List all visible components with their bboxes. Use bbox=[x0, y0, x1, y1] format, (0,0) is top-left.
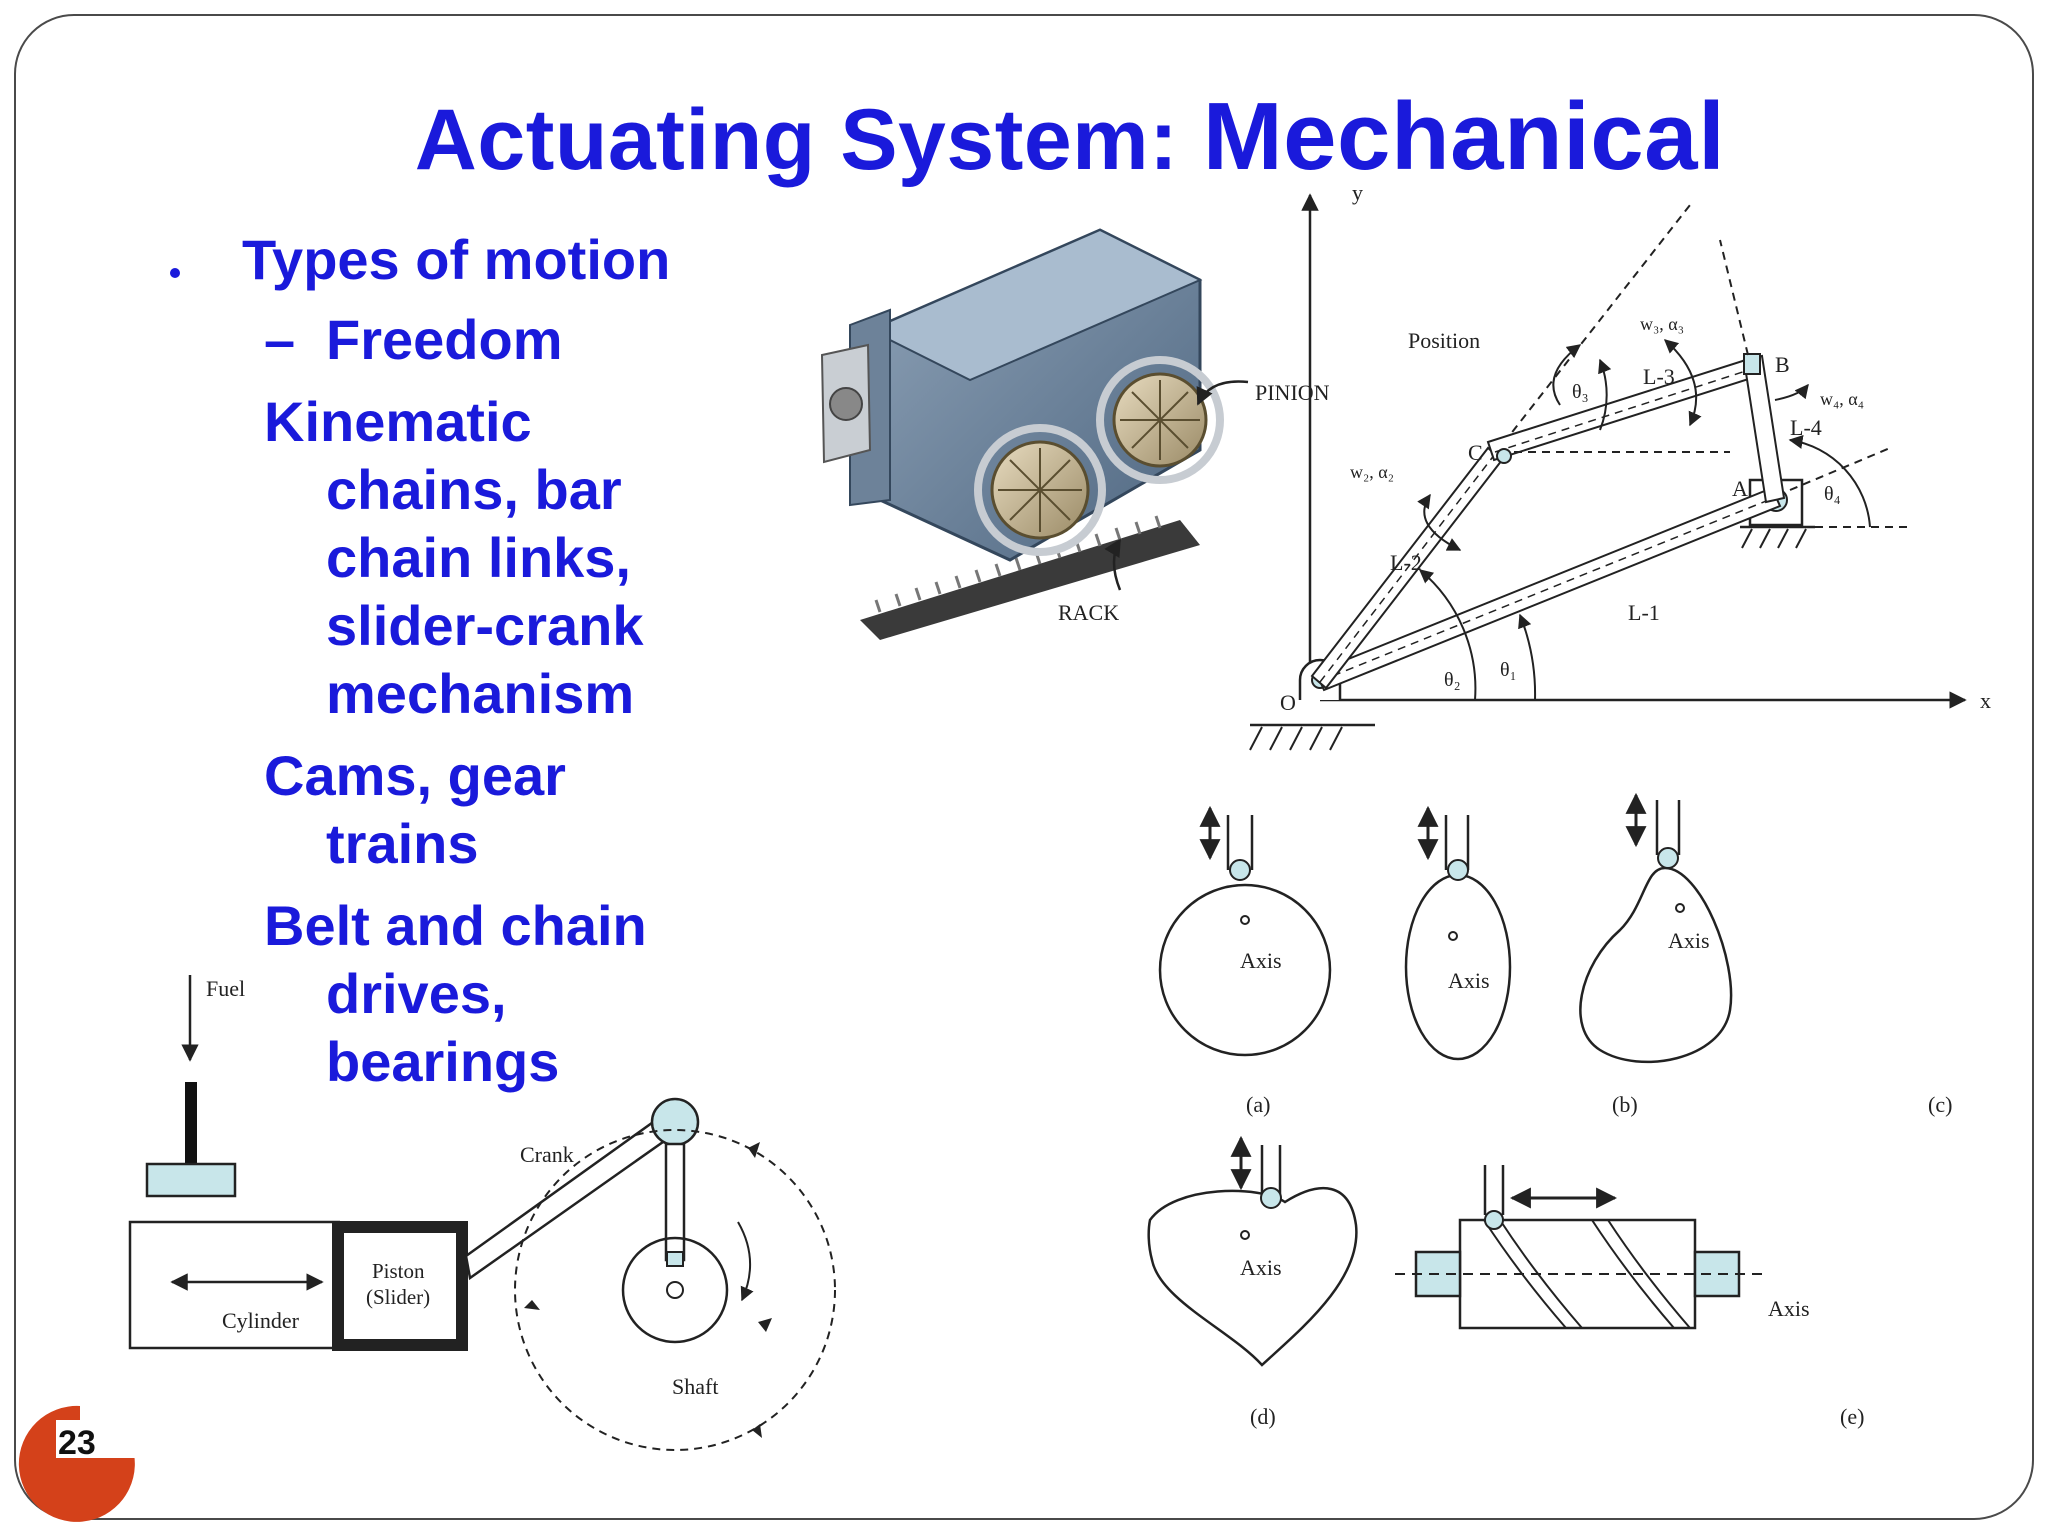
w2-label: w₂, α₂ bbox=[1350, 462, 1394, 482]
cam-c-axis-label: Axis bbox=[1668, 928, 1710, 953]
rack-pinion-figure: PINION RACK bbox=[820, 228, 1330, 640]
title-part-1: Actuating System: bbox=[414, 92, 1203, 188]
item-belt-chain: Belt and chain bbox=[264, 894, 647, 957]
title-part-2: Mechanical bbox=[1202, 83, 1726, 190]
piston-slider bbox=[332, 1221, 468, 1351]
cam-a-profile bbox=[1158, 883, 1332, 1057]
cam-a-caption: (a) bbox=[1246, 1092, 1270, 1117]
cam-labels: Axis Axis Axis Axis Axis (a) (b) (c) (d)… bbox=[1240, 928, 1952, 1429]
page-number: 23 bbox=[58, 1424, 96, 1462]
cylinder-body bbox=[128, 1220, 340, 1350]
point-a-label: A bbox=[1732, 476, 1748, 501]
cam-d-axis-label: Axis bbox=[1240, 1255, 1282, 1280]
item-trains: trains bbox=[326, 812, 479, 875]
item-drives: drives, bbox=[326, 962, 507, 1025]
bullet-types-of-motion: Types of motion bbox=[242, 228, 671, 291]
piston-label-1: Piston bbox=[372, 1259, 425, 1283]
connecting-rod bbox=[464, 1108, 682, 1281]
cam-d-caption: (d) bbox=[1250, 1404, 1276, 1429]
sub-freedom: Freedom bbox=[326, 308, 563, 371]
position-label: Position bbox=[1408, 328, 1480, 353]
cam-e-axis-label: Axis bbox=[1768, 1296, 1810, 1321]
theta1-label: θ₁ bbox=[1500, 659, 1517, 681]
crank-path bbox=[514, 1129, 836, 1451]
cam-a-axis-label: Axis bbox=[1240, 948, 1282, 973]
l4-label: L-4 bbox=[1790, 415, 1822, 440]
w4-label: w₄, α₄ bbox=[1820, 389, 1864, 409]
piston-label-2: (Slider) bbox=[366, 1285, 430, 1309]
cam-b-caption: (b) bbox=[1612, 1092, 1638, 1117]
fuel-injector bbox=[185, 1082, 197, 1164]
slider-crank-diagram bbox=[128, 975, 836, 1451]
l2-label: L-2 bbox=[1390, 550, 1422, 575]
y-axis-label: y bbox=[1352, 180, 1363, 205]
point-b-label: B bbox=[1775, 352, 1790, 377]
cam-c-caption: (c) bbox=[1928, 1092, 1952, 1117]
point-o-label: O bbox=[1280, 690, 1296, 715]
w3-label: w₃, α₃ bbox=[1640, 314, 1684, 334]
cam-e-caption: (e) bbox=[1840, 1404, 1864, 1429]
point-c-label: C bbox=[1468, 440, 1483, 465]
cam-b-axis-label: Axis bbox=[1448, 968, 1490, 993]
l3-label: L-3 bbox=[1643, 364, 1675, 389]
bullet-dot bbox=[170, 268, 180, 278]
item-mechanism: mechanism bbox=[326, 662, 635, 725]
fuel-label: Fuel bbox=[206, 976, 245, 1001]
slide-title: Actuating System: Mechanical bbox=[0, 82, 2048, 192]
theta4-label: θ₄ bbox=[1824, 483, 1841, 505]
cam-b-profile bbox=[1404, 873, 1512, 1061]
item-chains-bar: chains, bar bbox=[326, 458, 622, 521]
item-slider-crank: slider-crank bbox=[326, 594, 644, 657]
cylinder-label: Cylinder bbox=[222, 1308, 300, 1333]
crank-label: Crank bbox=[520, 1142, 574, 1167]
item-kinematic: Kinematic bbox=[264, 390, 532, 453]
sub-dash: – bbox=[264, 308, 296, 371]
item-bearings: bearings bbox=[326, 1030, 560, 1093]
linkage-labels: y x Position B C A O L-1 L-2 L-3 L-4 w₃,… bbox=[1280, 180, 1991, 715]
x-axis-label: x bbox=[1980, 688, 1991, 713]
item-chain-links: chain links, bbox=[326, 526, 631, 589]
page-badge bbox=[18, 1405, 135, 1522]
crank-pin bbox=[650, 1097, 700, 1147]
l1-label: L-1 bbox=[1628, 600, 1660, 625]
shaft-wheel bbox=[621, 1236, 729, 1344]
pinion-label: PINION bbox=[1255, 380, 1330, 405]
four-bar-linkage bbox=[1249, 193, 1967, 751]
cam-c-profile bbox=[1579, 866, 1733, 1063]
theta3-label: θ₃ bbox=[1572, 381, 1589, 403]
shaft-label: Shaft bbox=[672, 1374, 718, 1399]
rack-label: RACK bbox=[1058, 600, 1119, 625]
theta2-label: θ₂ bbox=[1444, 669, 1461, 691]
item-cams-gear: Cams, gear bbox=[264, 744, 566, 807]
slider-crank-labels: Fuel Crank Piston (Slider) Cylinder Shaf… bbox=[206, 976, 718, 1399]
cam-diagrams bbox=[1147, 792, 1765, 1367]
